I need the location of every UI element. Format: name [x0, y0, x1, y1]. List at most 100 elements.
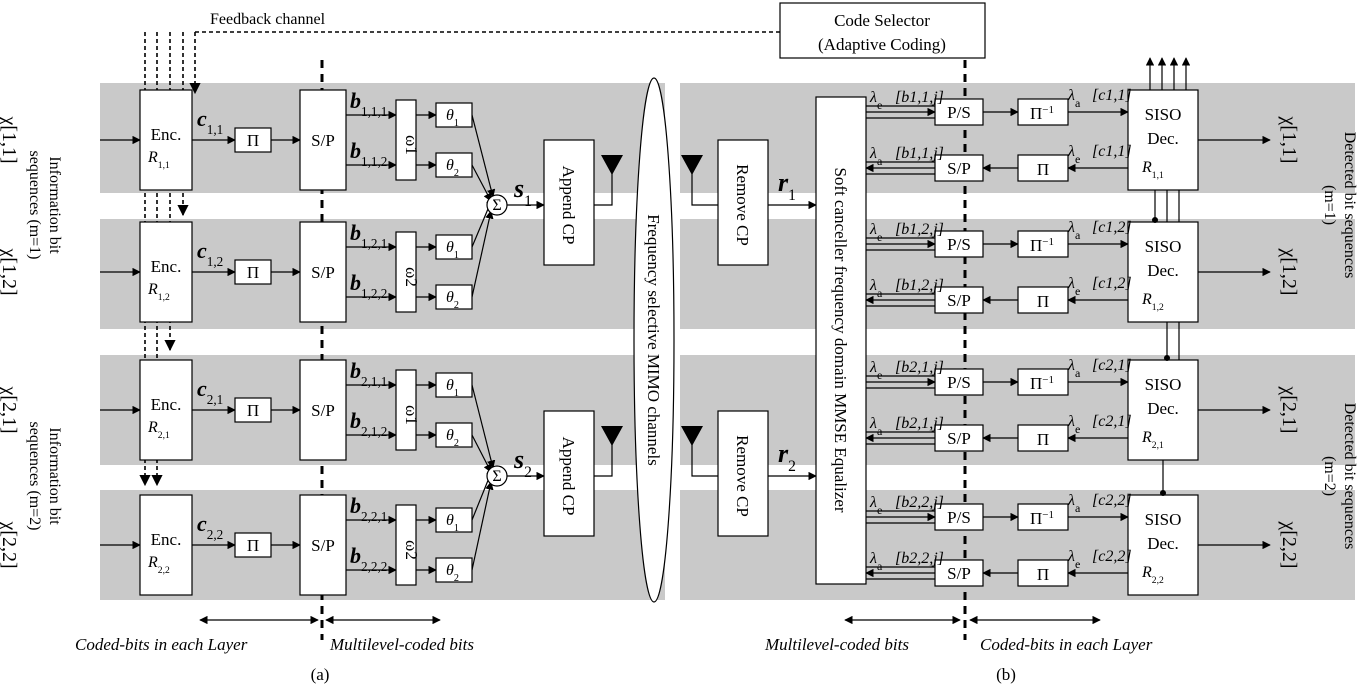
lambda-arg: [c1,2] [1092, 219, 1132, 236]
connector-line [691, 170, 817, 210]
tx-signal-label: s2 [513, 445, 532, 481]
omega-label: ω1 [402, 405, 421, 425]
lambda-arg: [c1,1] [1092, 87, 1132, 104]
siso-rate: R2,2 [1141, 564, 1164, 586]
ps-label: P/S [947, 373, 971, 392]
input-sequence-label: χ[1,2] [0, 247, 20, 295]
input-group-label: Information bit [46, 427, 63, 525]
lambda-label: λe [1067, 143, 1080, 166]
serial-parallel-box [934, 154, 984, 182]
output-group-label: Detected bit sequences [1341, 403, 1358, 550]
subcaption-b: (b) [996, 665, 1016, 684]
sp-label: S/P [311, 536, 335, 555]
connector-line [471, 210, 494, 298]
equalizer-box [815, 96, 867, 585]
siso-label: Dec. [1147, 534, 1179, 553]
bit-stream-label: b2,1,2 [350, 408, 387, 439]
omega-box [395, 231, 417, 313]
encoder-rate: R2,2 [147, 554, 170, 576]
lambda-label: λa [869, 550, 883, 573]
deinterleaver-box [1017, 98, 1069, 126]
siso-label: Dec. [1147, 261, 1179, 280]
remove-cp-label: Remove CP [733, 164, 752, 246]
siso-decoder-box [1127, 221, 1199, 323]
rx-antenna-icon [681, 426, 703, 446]
theta-box [435, 102, 473, 128]
parallel-serial-box [934, 230, 984, 258]
append-cp-label: Append CP [559, 437, 578, 516]
interleaver-label: Π [247, 263, 259, 282]
equalizer-label: Soft canceller frequency domain MMSE Equ… [831, 167, 850, 512]
link-dot [1152, 217, 1158, 223]
theta-label: θ2 [446, 427, 459, 449]
lambda-arg: [c2,1] [1092, 413, 1132, 430]
siso-decoder-box [1127, 494, 1199, 596]
output-sequence-label: χ[2,2] [1278, 520, 1300, 568]
omega-box [395, 369, 417, 451]
input-group-label: sequences (m=2) [26, 422, 43, 531]
caption-left-multilevel: Multilevel-coded bits [329, 635, 474, 654]
lambda-arg: [b1,2,j] [895, 221, 944, 238]
siso-label: SISO [1145, 237, 1182, 256]
serial-parallel-box [934, 286, 984, 314]
sum-symbol: Σ [492, 468, 501, 485]
deinterleaver-label: Π−1 [1030, 374, 1054, 393]
connector-line [691, 441, 817, 481]
theta-label: θ1 [446, 377, 459, 399]
deinterleaver-box [1017, 368, 1069, 396]
siso-decoder-box [1127, 89, 1199, 191]
theta-box [435, 152, 473, 178]
encoder-label: Enc. [151, 257, 182, 276]
siso-label: SISO [1145, 375, 1182, 394]
interleaver-box [234, 259, 272, 285]
serial-parallel-box [299, 494, 347, 596]
link-dot [1164, 355, 1170, 361]
theta-box [435, 507, 473, 533]
output-group-label: Detected bit sequences [1341, 132, 1358, 279]
antenna-line [594, 441, 613, 477]
ps-label: P/S [947, 103, 971, 122]
interleaver-label: Π [1037, 565, 1049, 584]
tx-antenna-icon [601, 155, 623, 175]
deinterleaver-box [1017, 230, 1069, 258]
encoder-box-3 [139, 359, 193, 461]
omega-label: ω1 [402, 135, 421, 155]
lambda-label: λe [1067, 275, 1080, 298]
code-selector-sublabel: (Adaptive Coding) [818, 35, 946, 54]
deinterleaver-box [1017, 503, 1069, 531]
parallel-serial-box [934, 98, 984, 126]
deinterleaver-label: Π−1 [1030, 236, 1054, 255]
interleaver-box [1017, 559, 1069, 587]
lambda-label: λe [869, 359, 882, 382]
caption-left-coded: Coded-bits in each Layer [75, 635, 248, 654]
lambda-label: λe [869, 89, 882, 112]
siso-rate: R2,1 [1141, 429, 1164, 451]
lambda-label: λa [1067, 357, 1081, 380]
sp-label: S/P [947, 564, 971, 583]
lambda-arg: [c1,2] [1092, 275, 1132, 292]
theta-label: θ2 [446, 157, 459, 179]
sp-label: S/P [947, 429, 971, 448]
lambda-label: λe [869, 221, 882, 244]
lambda-arg: [b2,1,j] [895, 359, 944, 376]
interleaver-label: Π [247, 401, 259, 420]
sum-node [486, 194, 508, 216]
lambda-label: λa [869, 277, 883, 300]
feedback-channel-label: Feedback channel [210, 11, 326, 28]
theta-label: θ1 [446, 512, 459, 534]
output-sequence-label: χ[1,2] [1278, 247, 1300, 295]
tx-antenna-icon [601, 426, 623, 446]
output-sequence-label: χ[2,1] [1278, 385, 1300, 433]
theta-box [435, 284, 473, 310]
deinterleaver-label: Π−1 [1030, 104, 1054, 123]
siso-label: SISO [1145, 105, 1182, 124]
lambda-label: λe [1067, 548, 1080, 571]
theta-box [435, 422, 473, 448]
siso-rate: R1,2 [1141, 291, 1164, 313]
omega-label: ω2 [402, 540, 421, 560]
bit-stream-label: b2,1,1 [350, 358, 387, 389]
encoder-label: Enc. [151, 530, 182, 549]
siso-rate: R1,1 [1141, 159, 1164, 181]
